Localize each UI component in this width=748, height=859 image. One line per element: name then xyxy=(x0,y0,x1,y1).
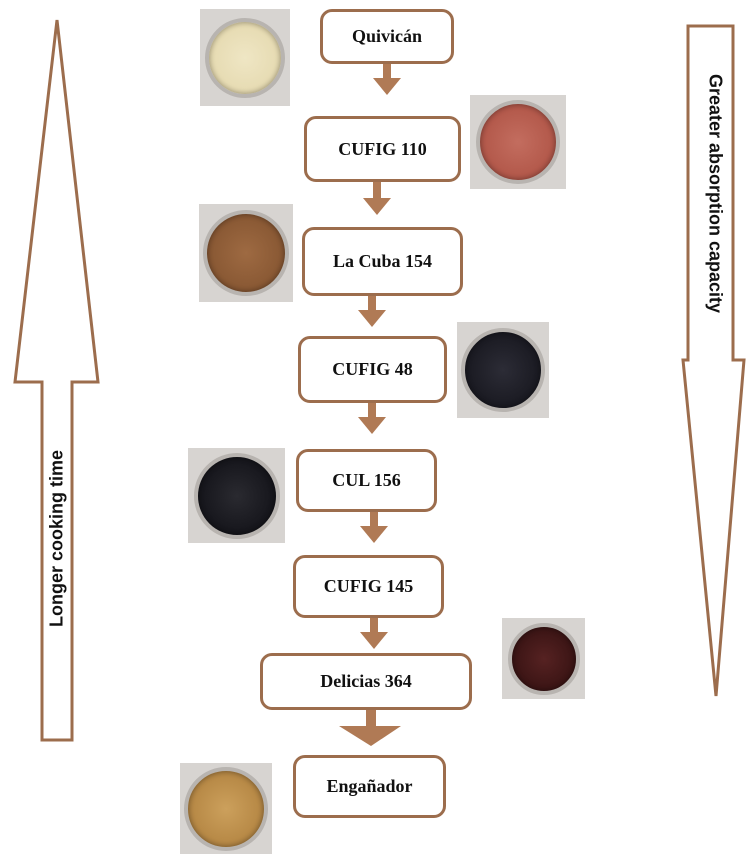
step-quivican: Quivicán xyxy=(320,9,454,64)
photo-cufig-48-beans xyxy=(457,322,549,418)
photo-cul-156-beans xyxy=(188,448,285,543)
connector-arrow-2 xyxy=(363,182,391,215)
step-delicias-364: Delicias 364 xyxy=(260,653,472,710)
photo-delicias-364-beans xyxy=(502,618,585,699)
bean-can-enganador xyxy=(184,767,268,851)
step-cul-156: CUL 156 xyxy=(296,449,437,512)
step-enganador: Engañador xyxy=(293,755,446,818)
bean-can-la-cuba-154 xyxy=(203,210,289,296)
photo-la-cuba-154-beans xyxy=(199,204,293,302)
bean-can-cul-156 xyxy=(194,453,280,539)
step-cufig-110: CUFIG 110 xyxy=(304,116,461,182)
bean-can-cufig-110 xyxy=(476,100,560,184)
step-cufig-48: CUFIG 48 xyxy=(298,336,447,403)
bean-can-cufig-48 xyxy=(461,328,545,412)
step-cufig-145: CUFIG 145 xyxy=(293,555,444,618)
connector-arrow-3 xyxy=(358,296,386,327)
step-la-cuba-154: La Cuba 154 xyxy=(302,227,463,296)
longer-cooking-time-label: Longer cooking time xyxy=(47,439,68,639)
connector-arrow-4 xyxy=(358,403,386,434)
bean-can-delicias-364 xyxy=(508,623,580,695)
photo-cufig-110-beans xyxy=(470,95,566,189)
connector-arrow-7 xyxy=(339,710,401,746)
photo-enganador-beans xyxy=(180,763,272,854)
photo-quivican-beans xyxy=(200,9,290,106)
connector-arrow-6 xyxy=(360,618,388,649)
greater-absorption-capacity-label: Greater absorption capacity xyxy=(705,69,726,319)
bean-can-quivican xyxy=(205,18,285,98)
connector-arrow-5 xyxy=(360,512,388,543)
connector-arrow-1 xyxy=(373,64,401,95)
